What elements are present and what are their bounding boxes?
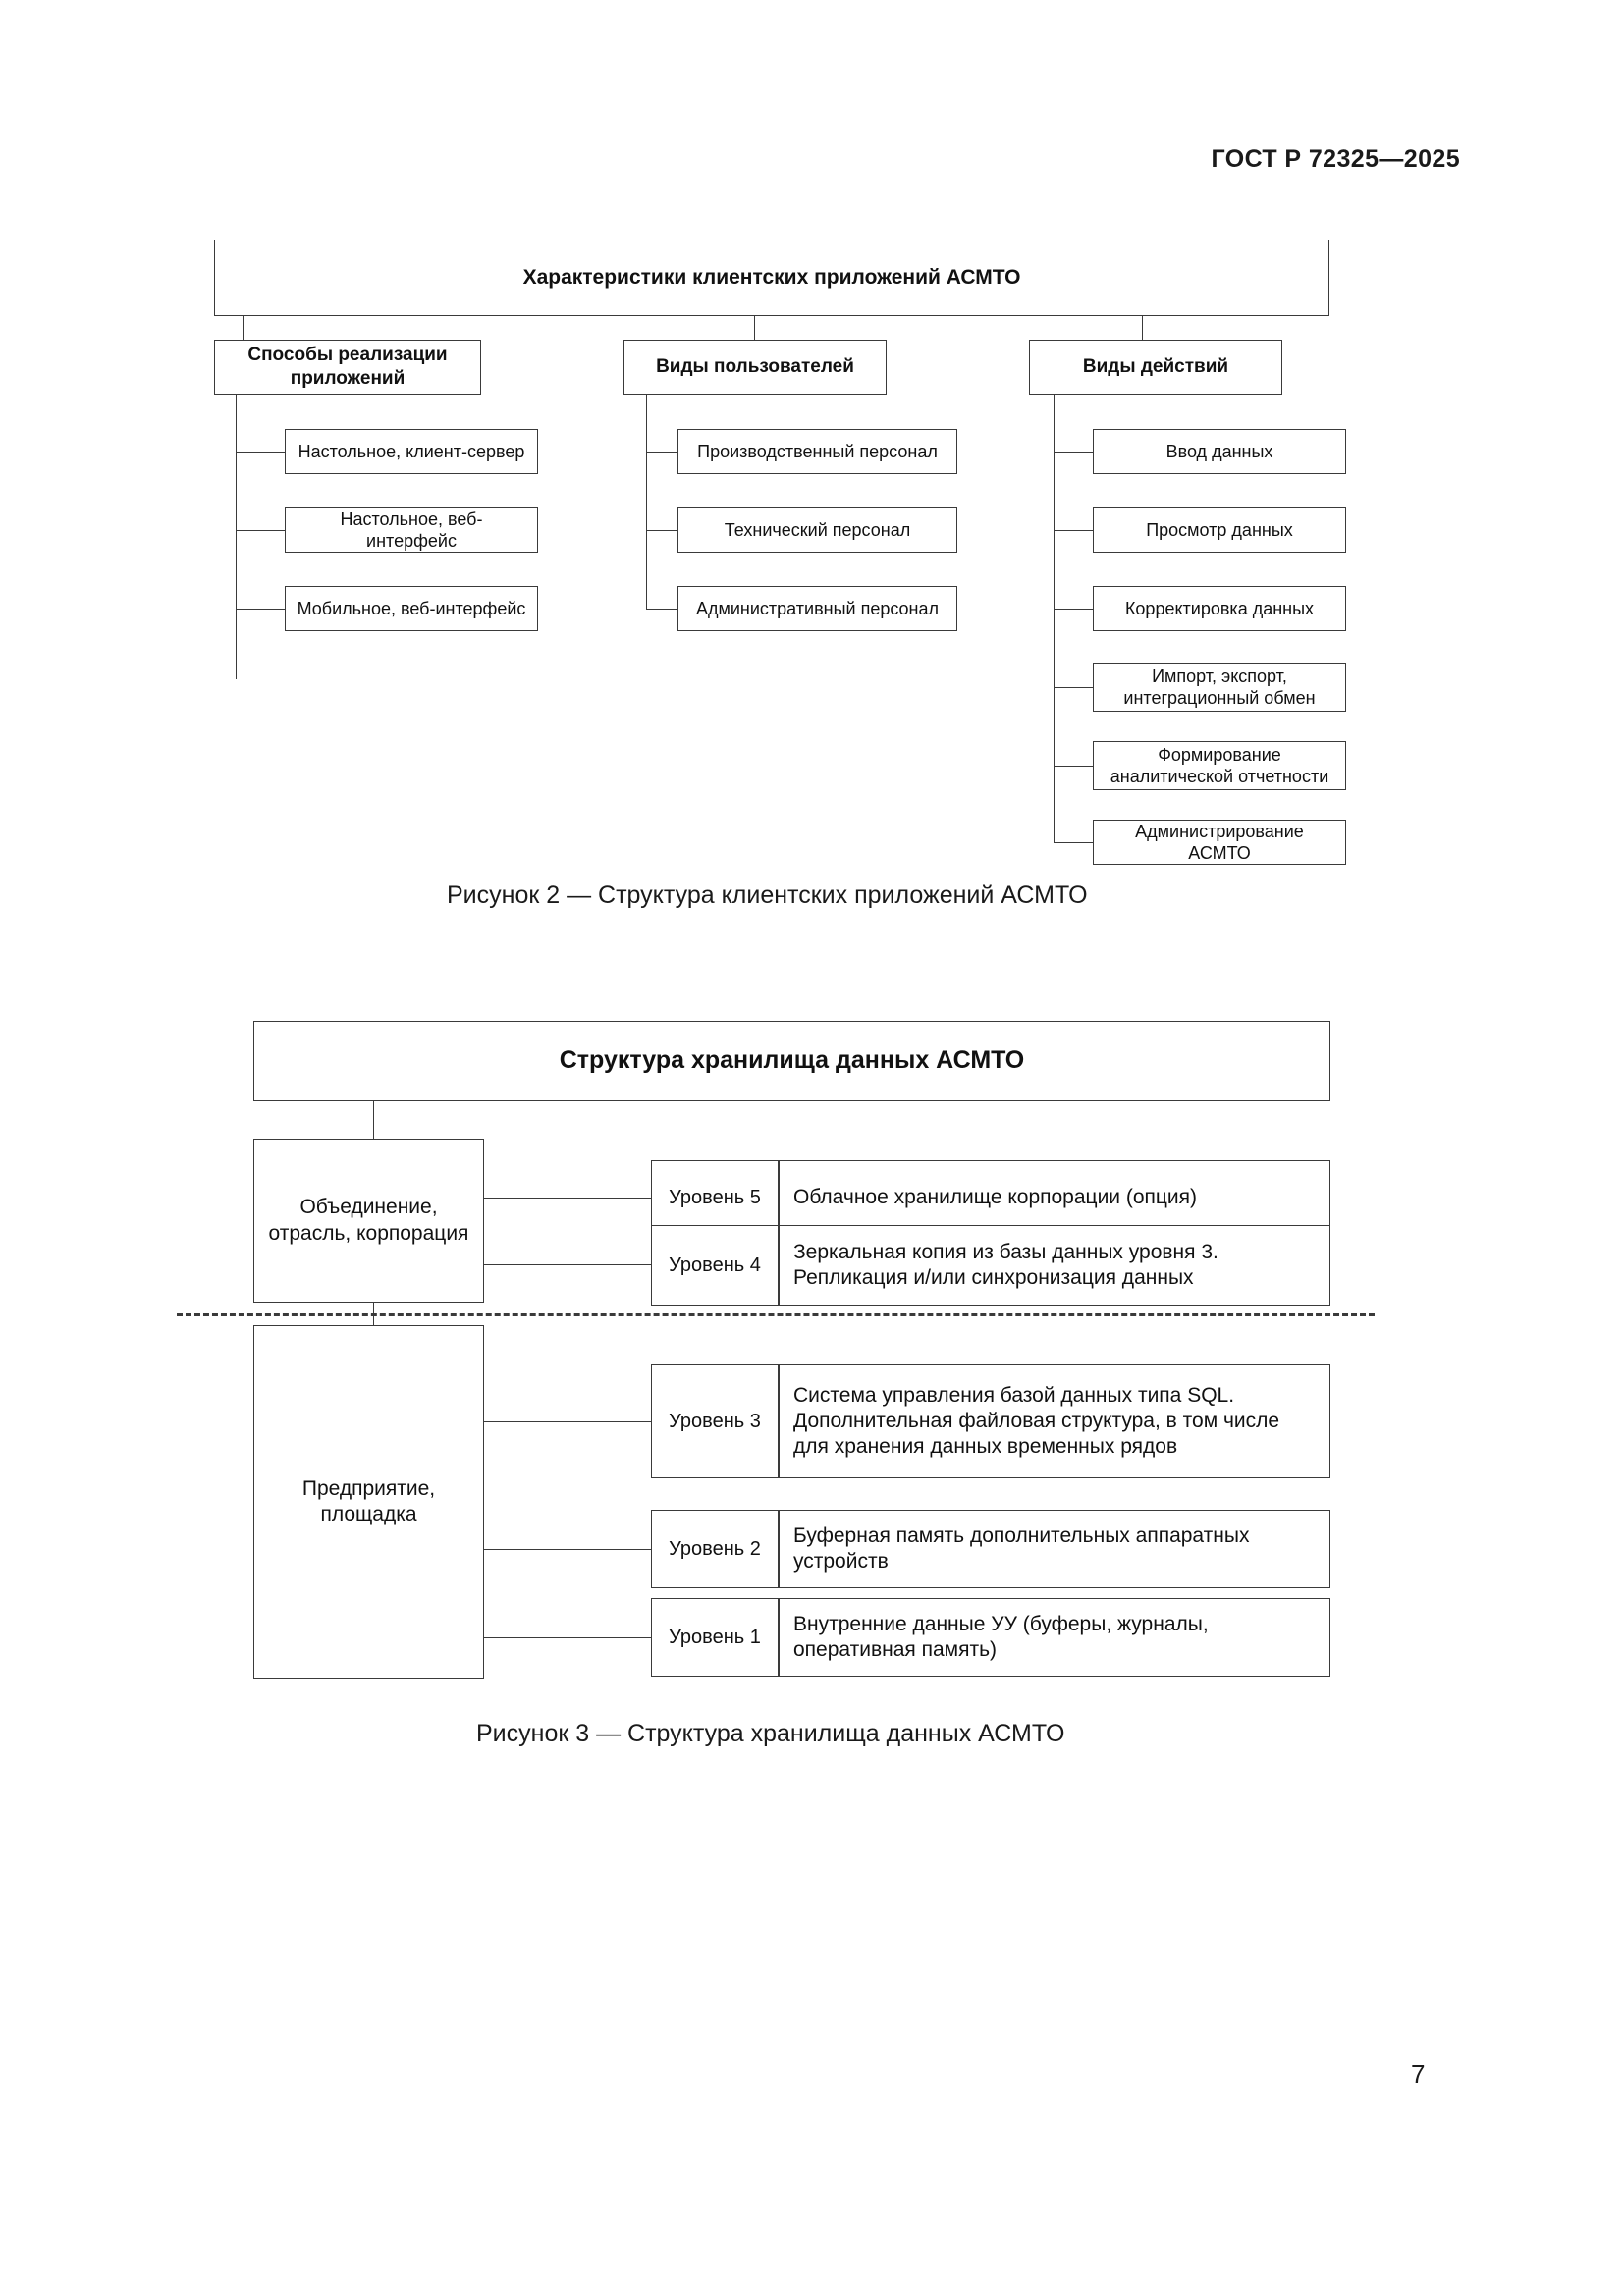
- f3-scope-divider: [177, 1313, 1375, 1316]
- f3-level-name-box-2: Уровень 2: [651, 1510, 779, 1588]
- f2-branch-spine-0: [236, 395, 237, 679]
- f3-level-connector-5: [484, 1198, 651, 1199]
- f2-leaf-box-2-0: Ввод данных: [1093, 429, 1346, 474]
- f2-leaf-connector-0-0: [236, 452, 285, 453]
- f2-leaf-connector-1-2: [646, 609, 677, 610]
- f3-level-name-box-5: Уровень 5: [651, 1160, 779, 1235]
- f2-leaf-connector-0-2: [236, 609, 285, 610]
- f3-level-desc-box-3: Система управления базой данных типа SQL…: [779, 1364, 1330, 1478]
- f3-group-box-0: Объединение, отрасль, корпорация: [253, 1139, 484, 1303]
- f2-leaf-box-0-1: Настольное, веб-интерфейс: [285, 507, 538, 553]
- figure-3-caption: Рисунок 3 — Структура хранилища данных А…: [476, 1720, 1065, 1747]
- f3-level-connector-4: [484, 1264, 651, 1265]
- f2-branch-spine-2: [1054, 395, 1055, 842]
- f2-leaf-connector-1-0: [646, 452, 677, 453]
- f2-leaf-box-2-4: Формирование аналитической отчетности: [1093, 741, 1346, 790]
- f2-leaf-connector-2-2: [1054, 609, 1093, 610]
- f2-leaf-box-1-1: Технический персонал: [677, 507, 957, 553]
- f3-root-connector: [373, 1101, 374, 1141]
- f2-leaf-box-2-5: Администрирование АСМТО: [1093, 820, 1346, 865]
- f2-root-connector-middle: [754, 316, 755, 351]
- f3-level-desc-box-2: Буферная память дополнительных аппаратны…: [779, 1510, 1330, 1588]
- f2-leaf-connector-2-4: [1054, 766, 1093, 767]
- figure-2-caption: Рисунок 2 — Структура клиентских приложе…: [447, 881, 1088, 909]
- f2-leaf-connector-1-1: [646, 530, 677, 531]
- f2-leaf-box-2-2: Корректировка данных: [1093, 586, 1346, 631]
- f3-root-box: Структура хранилища данных АСМТО: [253, 1021, 1330, 1101]
- f2-branch-box-1: Виды пользователей: [623, 340, 887, 395]
- f3-level-connector-2: [484, 1549, 651, 1550]
- f2-leaf-box-2-1: Просмотр данных: [1093, 507, 1346, 553]
- f3-level-name-box-4: Уровень 4: [651, 1225, 779, 1306]
- f3-group-box-1: Предприятие, площадка: [253, 1325, 484, 1679]
- f2-branch-box-2: Виды действий: [1029, 340, 1282, 395]
- f3-level-name-box-3: Уровень 3: [651, 1364, 779, 1478]
- f2-root-connector-right: [1142, 316, 1143, 351]
- f2-leaf-connector-2-3: [1054, 687, 1093, 688]
- f2-leaf-box-1-2: Административный персонал: [677, 586, 957, 631]
- f2-leaf-box-1-0: Производственный персонал: [677, 429, 957, 474]
- f2-leaf-connector-0-1: [236, 530, 285, 531]
- f2-leaf-box-0-0: Настольное, клиент-сервер: [285, 429, 538, 474]
- f2-leaf-box-2-3: Импорт, экспорт, интеграционный обмен: [1093, 663, 1346, 712]
- f2-leaf-connector-2-0: [1054, 452, 1093, 453]
- document-standard-header: ГОСТ Р 72325—2025: [1211, 145, 1460, 173]
- f2-leaf-box-0-2: Мобильное, веб-интерфейс: [285, 586, 538, 631]
- f2-leaf-connector-2-5: [1054, 842, 1093, 843]
- page-number: 7: [1411, 2059, 1426, 2089]
- f2-branch-spine-1: [646, 395, 647, 609]
- f3-level-connector-3: [484, 1421, 651, 1422]
- f3-level-desc-box-4: Зеркальная копия из базы данных уровня 3…: [779, 1225, 1330, 1306]
- f3-level-desc-box-5: Облачное хранилище корпорации (опция): [779, 1160, 1330, 1235]
- f2-branch-box-0: Способы реализации приложений: [214, 340, 481, 395]
- f3-level-desc-box-1: Внутренние данные УУ (буферы, журналы, о…: [779, 1598, 1330, 1677]
- f3-level-connector-1: [484, 1637, 651, 1638]
- f2-root-connector-left: [243, 316, 244, 351]
- f3-level-name-box-1: Уровень 1: [651, 1598, 779, 1677]
- f2-root-box: Характеристики клиентских приложений АСМ…: [214, 240, 1329, 316]
- f2-leaf-connector-2-1: [1054, 530, 1093, 531]
